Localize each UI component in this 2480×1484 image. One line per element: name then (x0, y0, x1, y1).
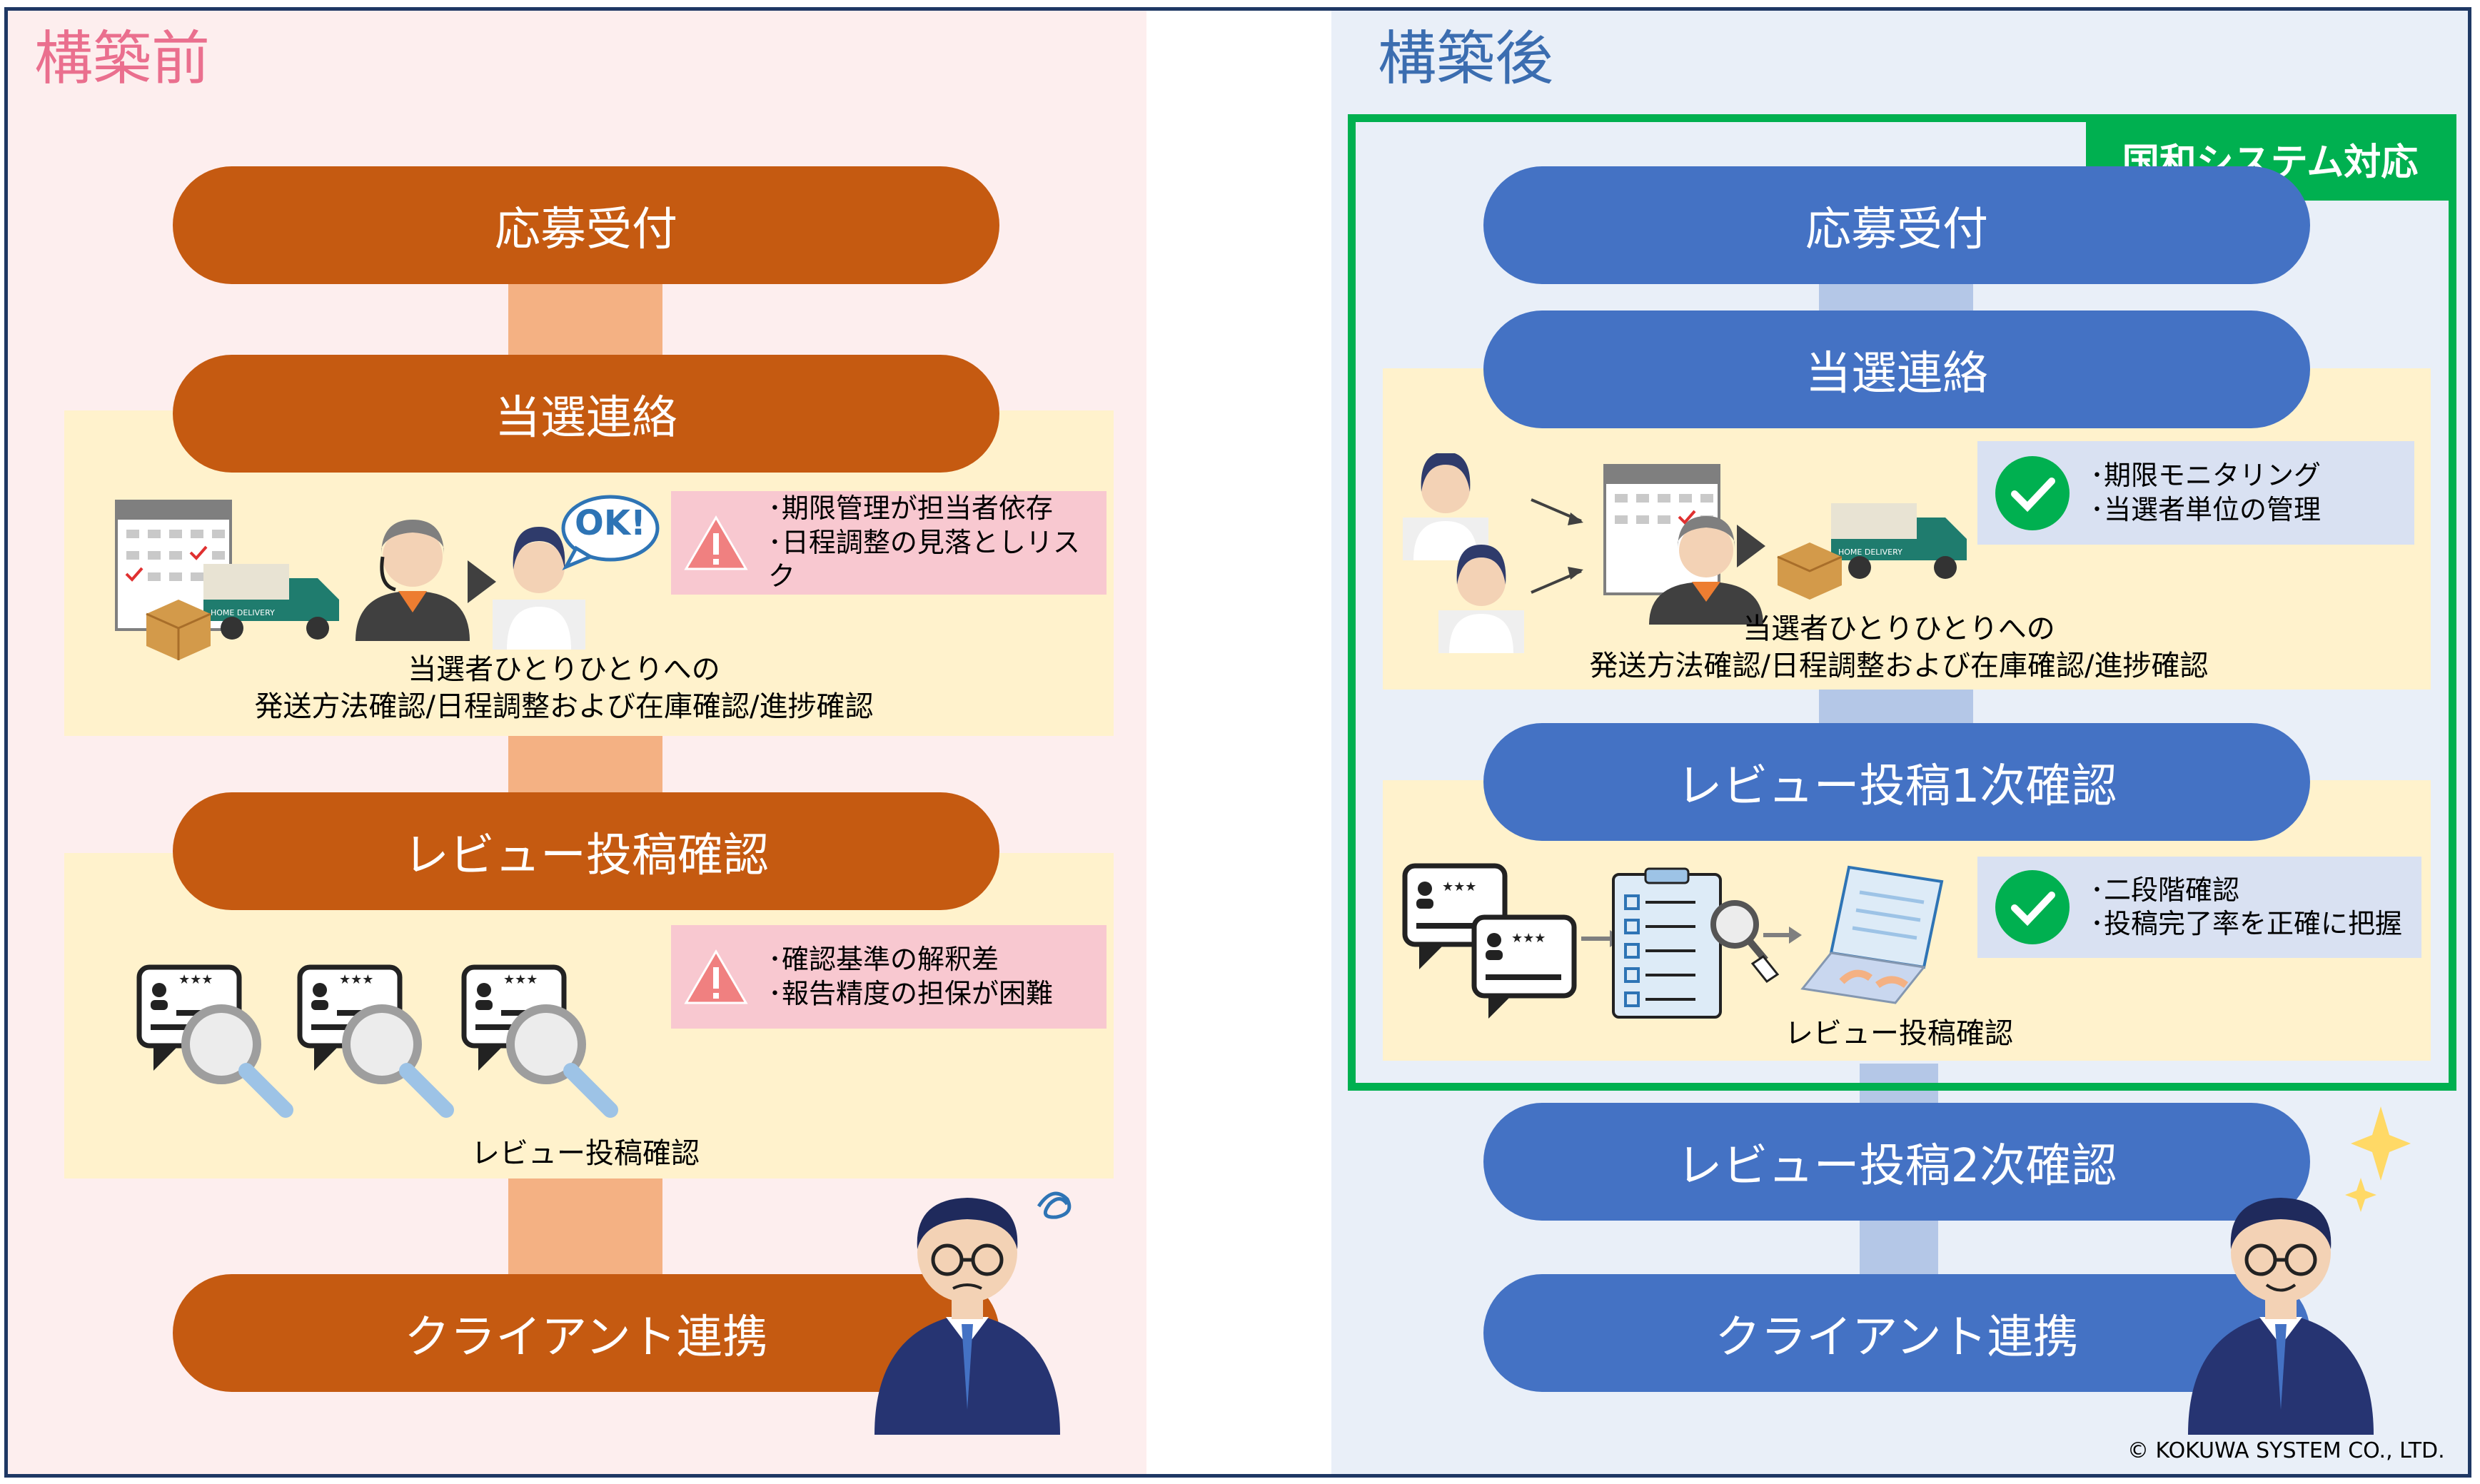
benefit-line: ･期限モニタリング (2090, 460, 2322, 491)
connector (1819, 689, 1973, 725)
sparkle-icon (2345, 1106, 2411, 1212)
svg-text:HOME DELIVERY: HOME DELIVERY (1838, 547, 1902, 557)
step-review-first-check: レビュー投稿1次確認 (1483, 723, 2310, 841)
magnifier-icon (181, 1004, 293, 1118)
recipients-icon (1403, 453, 1524, 653)
step-winner-notice: 当選連絡 (173, 355, 999, 473)
calendar-delivery-illustration: HOME DELIVERY (115, 500, 339, 660)
clipboard-checklist-icon (1612, 867, 1780, 1019)
step-review-check: レビュー投稿確認 (173, 792, 999, 910)
ok-speech-bubble (561, 495, 660, 570)
ok-bubble-text: OK! (575, 503, 646, 543)
package-icon (1777, 542, 1843, 600)
package-icon (146, 600, 211, 660)
benefit-line: ･二段階確認 (2090, 874, 2240, 906)
notice-caption: 当選者ひとりひとりへの 発送方法確認/日程調整および在庫確認/進捗確認 (1589, 612, 2209, 682)
before-heading: 構築前 (34, 25, 211, 93)
benefit-line: ･当選者単位の管理 (2090, 493, 2322, 525)
review-cards-illustration (136, 964, 618, 1118)
benefit-box-notice: ･期限モニタリング ･当選者単位の管理 (1977, 441, 2414, 545)
kokuwa-system-scope-frame (1348, 114, 2456, 1091)
warning-box-review: ･確認基準の解釈差 ･報告精度の担保が困難 (671, 925, 1107, 1029)
arrow-right-icon (1737, 525, 1765, 567)
warning-box-notice: ･期限管理が担当者依存 ･日程調整の見落としリスク (671, 491, 1107, 595)
arrow-right-icon (468, 560, 496, 603)
review-caption: レビュー投稿確認 (471, 1137, 700, 1170)
outer-frame (4, 7, 2471, 1478)
arrow-icons (1531, 498, 1583, 594)
laptop-typing-icon (1800, 865, 1944, 1004)
connector (1860, 1221, 1938, 1278)
issue-line: ･日程調整の見落としリスク (767, 526, 1080, 592)
review-cards-icon (1402, 863, 1577, 1019)
checkmark-icon (1995, 455, 2070, 530)
after-heading: 構築後 (1378, 25, 1554, 93)
step-winner-notice: 当選連絡 (1483, 311, 2310, 428)
delivery-van-icon: HOME DELIVERY (203, 564, 339, 640)
benefit-line: ･投稿完了率を正確に把握 (2090, 908, 2403, 939)
recipient-icon (493, 527, 585, 650)
svg-text:HOME DELIVERY: HOME DELIVERY (211, 608, 275, 617)
worry-scribble-icon (1037, 1191, 1072, 1219)
worried-man-icon (874, 1191, 1072, 1435)
review-stars: ★★★ (1442, 879, 1477, 894)
issue-line: ･報告精度の担保が困難 (768, 977, 1054, 1009)
step-client-link: クライアント連携 (1483, 1274, 2310, 1392)
benefit-box-review: ･二段階確認 ･投稿完了率を正確に把握 (1977, 857, 2421, 958)
review-stars: ★★★ (503, 972, 538, 987)
notice-caption: 当選者ひとりひとりへの 発送方法確認/日程調整および在庫確認/進捗確認 (254, 653, 874, 723)
review-stars: ★★★ (339, 972, 374, 987)
connector (508, 1178, 662, 1278)
review-caption: レビュー投稿確認 (1785, 1017, 2013, 1050)
happy-man-icon (2188, 1106, 2411, 1435)
review-stars: ★★★ (1511, 931, 1546, 946)
arrow-right-icon (1763, 927, 1802, 944)
issue-line: ･期限管理が担当者依存 (767, 493, 1053, 525)
operator-icon (1649, 516, 1763, 625)
warning-icon (684, 515, 748, 570)
copyright: © KOKUWA SYSTEM CO., LTD. (2127, 1438, 2445, 1463)
checkmark-icon (1995, 870, 2070, 944)
connector (508, 284, 662, 363)
review-stars: ★★★ (178, 972, 213, 987)
delivery-van-icon: HOME DELIVERY (1777, 503, 1967, 600)
step-application: 応募受付 (1483, 166, 2310, 284)
connector (1819, 284, 1973, 313)
step-review-second-check: レビュー投稿2次確認 (1483, 1103, 2310, 1221)
step-client-link: クライアント連携 (173, 1274, 999, 1392)
warning-icon (684, 949, 748, 1004)
step-application: 応募受付 (173, 166, 999, 284)
issue-line: ･確認基準の解釈差 (768, 944, 999, 975)
magnifier-icon (342, 1004, 454, 1118)
magnifier-icon (506, 1004, 618, 1118)
operator-icon (356, 520, 470, 641)
